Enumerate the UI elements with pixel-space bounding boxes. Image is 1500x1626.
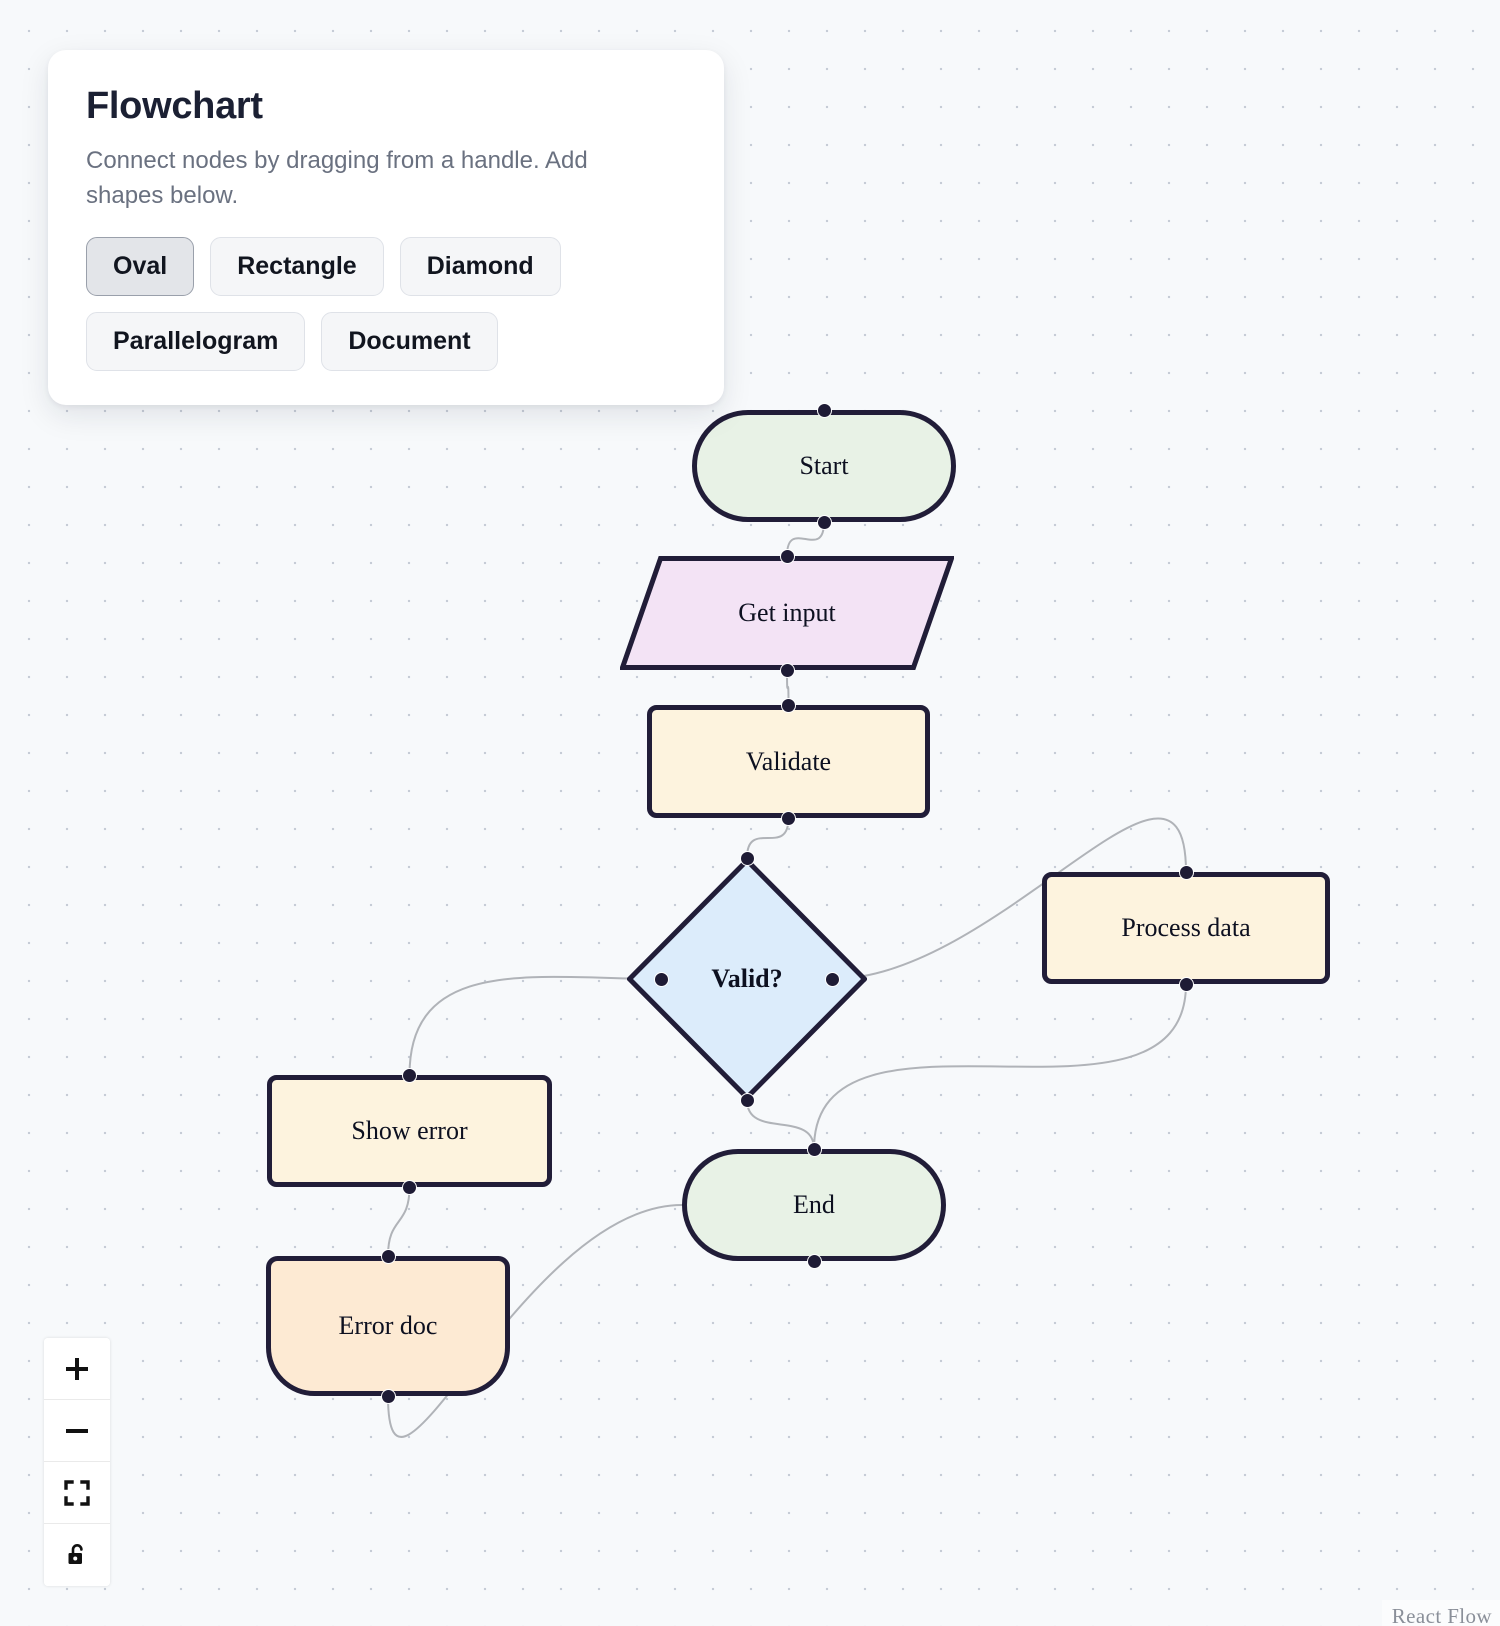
flow-node-validate[interactable]: Validate	[647, 697, 930, 826]
node-handle-bottom[interactable]	[779, 662, 795, 678]
node-handle-top[interactable]	[806, 1141, 822, 1157]
flow-node-process[interactable]: Process data	[1042, 864, 1330, 992]
node-shape-rectangle	[267, 1075, 552, 1187]
node-handle-top[interactable]	[1178, 864, 1194, 880]
fit-view-icon	[63, 1479, 91, 1507]
flow-edge-valid-to-process[interactable]	[832, 817, 1187, 980]
node-handle-bottom[interactable]	[402, 1179, 417, 1195]
flow-node-showerr[interactable]: Show error	[267, 1067, 552, 1195]
flow-edge-valid-to-end[interactable]	[746, 1099, 815, 1150]
node-handle-top[interactable]	[380, 1248, 396, 1264]
shape-button-group: Oval Rectangle Diamond Parallelogram Doc…	[86, 237, 686, 371]
flow-node-errdoc[interactable]: Error doc	[266, 1248, 510, 1404]
add-shape-diamond-button[interactable]: Diamond	[399, 237, 561, 297]
node-handle-bottom[interactable]	[739, 1092, 755, 1108]
node-handle-top[interactable]	[402, 1067, 417, 1083]
node-shape-parallelogram	[620, 556, 954, 670]
node-shape-oval	[692, 410, 956, 522]
node-handle-top[interactable]	[781, 697, 796, 713]
add-shape-rectangle-button[interactable]: Rectangle	[210, 237, 384, 297]
flow-node-valid[interactable]: Valid?	[627, 850, 867, 1108]
fit-view-button[interactable]	[44, 1462, 110, 1524]
node-handle-right[interactable]	[825, 971, 840, 987]
minus-icon	[62, 1416, 92, 1446]
flow-node-end[interactable]: End	[682, 1141, 946, 1269]
plus-icon	[62, 1354, 92, 1384]
node-shape-document	[266, 1256, 510, 1396]
node-handle-left[interactable]	[654, 971, 669, 987]
panel-description: Connect nodes by dragging from a handle.…	[86, 146, 588, 209]
node-handle-top[interactable]	[739, 850, 755, 866]
flowchart-panel: Flowchart Connect nodes by dragging from…	[48, 50, 724, 405]
flow-edge-input-to-validate[interactable]	[786, 669, 790, 706]
page-title: Flowchart	[86, 85, 263, 127]
add-shape-parallelogram-button[interactable]: Parallelogram	[86, 312, 306, 371]
node-handle-bottom[interactable]	[816, 514, 832, 530]
node-shape-rectangle	[647, 705, 930, 818]
node-handle-bottom[interactable]	[380, 1388, 396, 1404]
add-shape-oval-button[interactable]: Oval	[86, 237, 195, 297]
flow-edge-start-to-input[interactable]	[786, 521, 825, 557]
toggle-interactivity-button[interactable]	[44, 1524, 110, 1586]
zoom-in-button[interactable]	[44, 1338, 110, 1400]
attribution-label[interactable]: React Flow	[1381, 1600, 1500, 1626]
flow-edge-valid-to-showerr[interactable]	[408, 975, 662, 1076]
node-handle-bottom[interactable]	[806, 1253, 822, 1269]
node-handle-bottom[interactable]	[781, 810, 796, 826]
flow-edge-process-to-end[interactable]	[813, 983, 1187, 1150]
node-handle-top[interactable]	[779, 548, 795, 564]
unlock-icon	[63, 1541, 91, 1569]
flow-edge-validate-to-valid[interactable]	[746, 817, 790, 859]
node-shape-oval	[682, 1149, 946, 1261]
node-handle-top[interactable]	[816, 402, 832, 418]
flow-node-start[interactable]: Start	[692, 402, 956, 530]
canvas-controls	[44, 1338, 110, 1586]
add-shape-document-button[interactable]: Document	[321, 312, 498, 371]
flow-edge-showerr-to-errdoc[interactable]	[387, 1186, 411, 1257]
node-shape-rectangle	[1042, 872, 1330, 984]
zoom-out-button[interactable]	[44, 1400, 110, 1462]
node-handle-bottom[interactable]	[1178, 976, 1194, 992]
flow-node-input[interactable]: Get input	[620, 548, 954, 678]
